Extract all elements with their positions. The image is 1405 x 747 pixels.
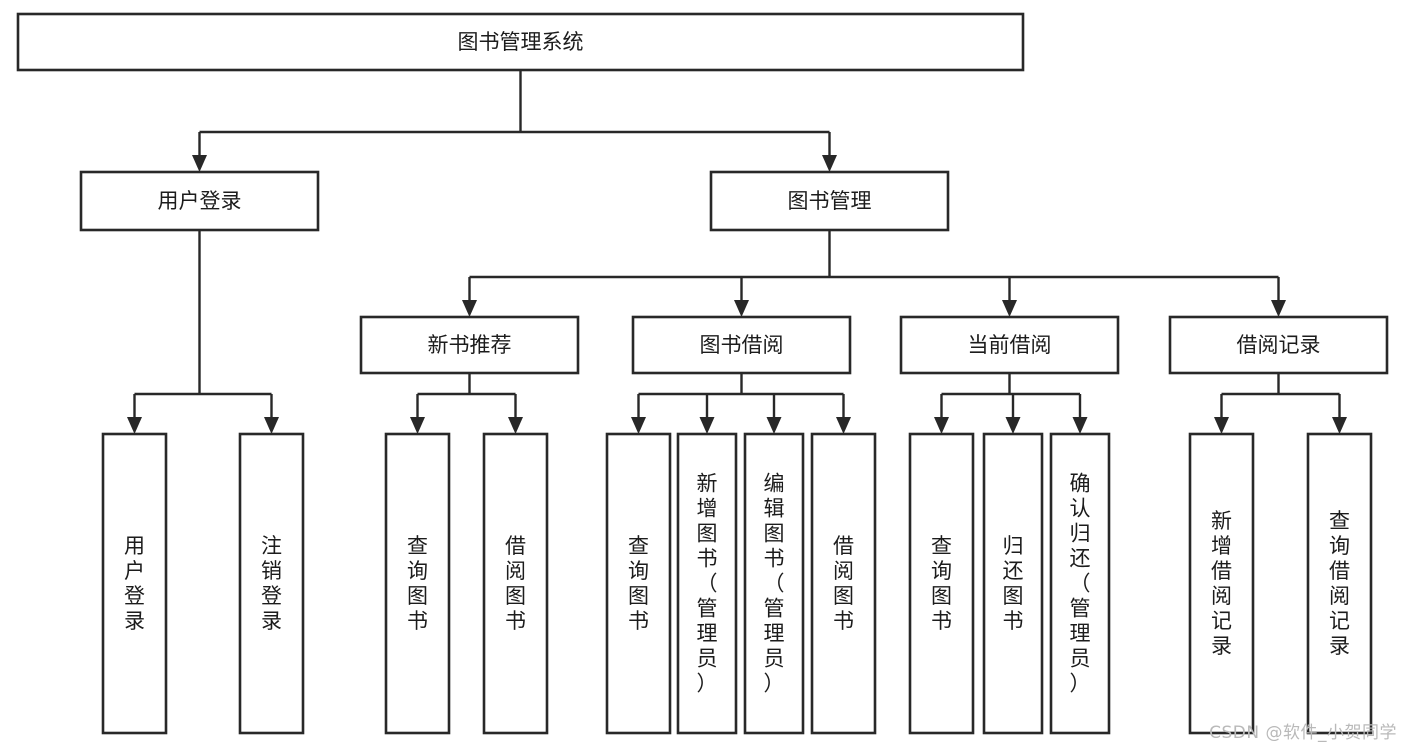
node-label-leaf-query-book-1: 查询图书 [407, 534, 428, 633]
node-box-leaf-query-book-2 [605, 432, 672, 735]
node-new-book-rec[interactable]: 新书推荐 [359, 315, 580, 375]
node-label-root: 图书管理系统 [458, 30, 584, 54]
connector-arrowhead [934, 417, 949, 434]
node-label-leaf-add-record: 新增借阅记录 [1211, 509, 1232, 658]
node-label-leaf-return-book: 归还图书 [1003, 534, 1024, 633]
node-label-borrow-record: 借阅记录 [1237, 333, 1321, 357]
node-box-leaf-borrow-book-2 [810, 432, 877, 735]
node-box-root [16, 12, 1025, 72]
node-label-user-login: 用户登录 [158, 189, 242, 213]
node-borrow-record[interactable]: 借阅记录 [1168, 315, 1389, 375]
node-box-new-book-rec [359, 315, 580, 375]
connector-group-new-book-rec [410, 373, 523, 434]
connector-group-book-manage [462, 230, 1286, 317]
node-label-leaf-query-book-2: 查询图书 [628, 534, 649, 633]
connector-group-borrow-record [1214, 373, 1347, 434]
node-leaf-query-book-2[interactable]: 查询图书 [605, 432, 672, 735]
node-box-leaf-user-login [101, 432, 168, 735]
connector-group-root [192, 70, 837, 172]
connector-arrowhead [410, 417, 425, 434]
connector-arrowhead [766, 417, 782, 434]
node-box-leaf-add-record [1188, 432, 1255, 735]
node-leaf-query-book-3[interactable]: 查询图书 [908, 432, 975, 735]
node-box-current-borrow [899, 315, 1120, 375]
node-box-leaf-query-book-3 [908, 432, 975, 735]
node-label-new-book-rec: 新书推荐 [428, 333, 512, 357]
connector-arrowhead [1072, 417, 1088, 434]
connector-group-current-borrow [934, 373, 1088, 434]
node-box-leaf-query-book-1 [384, 432, 451, 735]
node-box-borrow-record [1168, 315, 1389, 375]
node-label-leaf-user-login: 用户登录 [124, 534, 145, 633]
connector-arrowhead [462, 300, 477, 317]
node-label-leaf-query-book-3: 查询图书 [931, 534, 952, 633]
node-leaf-query-book-1[interactable]: 查询图书 [384, 432, 451, 735]
node-box-book-borrow [631, 315, 852, 375]
node-label-leaf-add-book: 新增图书（管理员） [697, 472, 718, 696]
connector-arrowhead [699, 417, 715, 434]
connector-arrowhead [631, 417, 646, 434]
node-box-leaf-add-book [676, 432, 738, 735]
node-label-leaf-borrow-book-1: 借阅图书 [505, 534, 526, 633]
node-box-leaf-confirm-return [1049, 432, 1111, 735]
connector-arrowhead [1002, 300, 1017, 317]
connector-arrowhead [264, 417, 279, 434]
node-leaf-query-record[interactable]: 查询借阅记录 [1306, 432, 1373, 735]
connector-arrowhead [1005, 417, 1021, 434]
node-label-current-borrow: 当前借阅 [968, 333, 1052, 357]
node-label-leaf-edit-book: 编辑图书（管理员） [764, 472, 785, 696]
node-label-leaf-borrow-book-2: 借阅图书 [833, 534, 854, 633]
node-leaf-user-login[interactable]: 用户登录 [101, 432, 168, 735]
connector-arrowhead [508, 417, 523, 434]
node-layer: 图书管理系统用户登录图书管理新书推荐图书借阅当前借阅借阅记录用户登录注销登录查询… [16, 12, 1389, 735]
node-book-manage[interactable]: 图书管理 [709, 170, 950, 232]
node-box-leaf-logout [238, 432, 305, 735]
node-book-borrow[interactable]: 图书借阅 [631, 315, 852, 375]
connector-layer [127, 70, 1347, 434]
connector-arrowhead [1214, 417, 1229, 434]
connector-group-book-borrow [631, 373, 851, 434]
connector-arrowhead [822, 155, 837, 172]
node-leaf-edit-book[interactable]: 编辑图书（管理员） [743, 432, 805, 735]
watermark-label: CSDN @软件_小贺同学 [1209, 723, 1397, 743]
node-box-user-login [79, 170, 320, 232]
node-leaf-borrow-book-2[interactable]: 借阅图书 [810, 432, 877, 735]
connector-arrowhead [734, 300, 749, 317]
node-leaf-logout[interactable]: 注销登录 [238, 432, 305, 735]
node-user-login[interactable]: 用户登录 [79, 170, 320, 232]
connector-arrowhead [1332, 417, 1347, 434]
node-label-book-manage: 图书管理 [788, 189, 872, 213]
node-leaf-add-record[interactable]: 新增借阅记录 [1188, 432, 1255, 735]
connector-arrowhead [127, 417, 142, 434]
node-label-leaf-confirm-return: 确认归还（管理员） [1070, 472, 1091, 696]
node-box-leaf-borrow-book-1 [482, 432, 549, 735]
node-current-borrow[interactable]: 当前借阅 [899, 315, 1120, 375]
node-root[interactable]: 图书管理系统 [16, 12, 1025, 72]
node-leaf-add-book[interactable]: 新增图书（管理员） [676, 432, 738, 735]
node-box-leaf-return-book [982, 432, 1044, 735]
connector-arrowhead [836, 417, 851, 434]
connector-arrowhead [1271, 300, 1286, 317]
node-leaf-return-book[interactable]: 归还图书 [982, 432, 1044, 735]
node-leaf-confirm-return[interactable]: 确认归还（管理员） [1049, 432, 1111, 735]
node-box-leaf-edit-book [743, 432, 805, 735]
node-label-leaf-logout: 注销登录 [261, 534, 282, 633]
node-label-book-borrow: 图书借阅 [700, 333, 784, 357]
connector-group-user-login [127, 230, 279, 434]
connector-arrowhead [192, 155, 207, 172]
node-label-leaf-query-record: 查询借阅记录 [1329, 509, 1350, 658]
node-box-book-manage [709, 170, 950, 232]
node-leaf-borrow-book-1[interactable]: 借阅图书 [482, 432, 549, 735]
node-box-leaf-query-record [1306, 432, 1373, 735]
